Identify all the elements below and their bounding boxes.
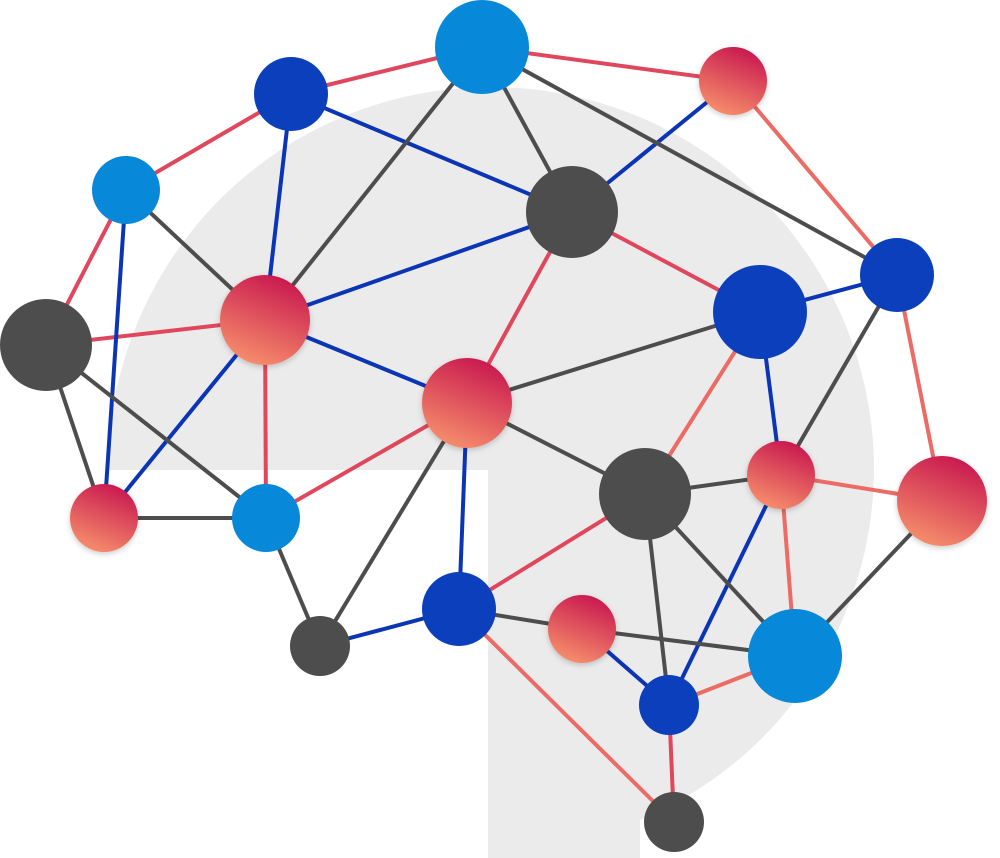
network-edge: [102, 189, 128, 519]
network-edge: [264, 210, 573, 322]
network-node: [860, 238, 934, 312]
network-node: [254, 57, 328, 131]
network-node: [435, 0, 529, 94]
network-node: [599, 448, 691, 540]
network-edge: [731, 79, 899, 277]
network-node: [897, 456, 987, 546]
network-node: [92, 156, 160, 224]
network-edge: [290, 92, 573, 214]
network-edge: [457, 607, 676, 824]
network-edge: [667, 474, 783, 706]
network-edge: [44, 343, 268, 520]
network-node: [70, 484, 138, 552]
network-edge: [466, 310, 761, 405]
network-node: [548, 595, 616, 663]
network-node: [220, 275, 310, 365]
network-node: [747, 441, 815, 509]
network-node: [290, 616, 350, 676]
network-edge: [481, 45, 898, 277]
network-node: [748, 609, 842, 703]
network-node: [639, 675, 699, 735]
network-node: [422, 572, 496, 646]
network-edge: [779, 273, 899, 477]
network-node: [0, 299, 92, 391]
network-edge: [318, 401, 469, 648]
network-node: [713, 265, 807, 359]
network-node: [526, 166, 618, 258]
network-node: [422, 358, 512, 448]
network-node: [699, 47, 767, 115]
network-node: [644, 792, 704, 852]
network-node: [232, 484, 300, 552]
network-edge: [263, 45, 484, 322]
